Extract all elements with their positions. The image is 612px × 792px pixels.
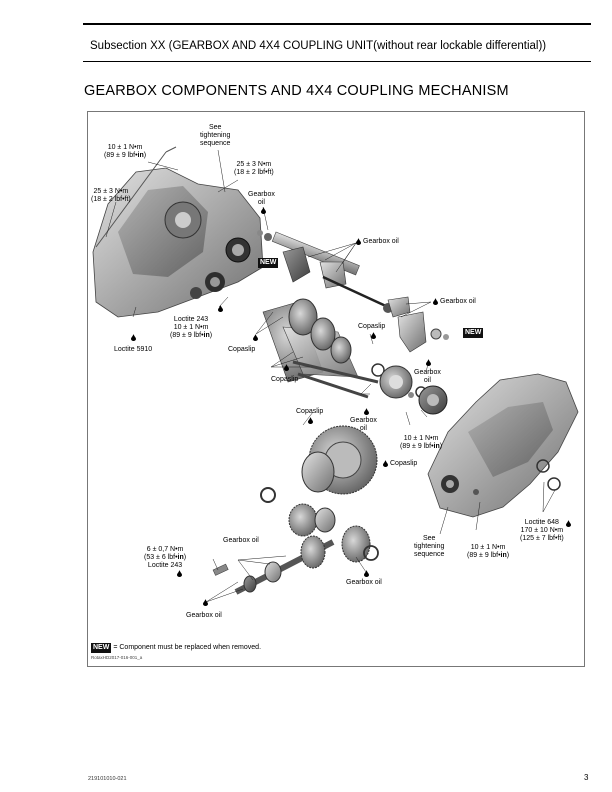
label-torque-10-mid: 10 ± 1 N•m (89 ± 9 lbf•in) — [400, 435, 443, 450]
oil-drop-icon — [364, 408, 369, 415]
coupling-fork — [397, 311, 449, 353]
label-gearbox-oil-6: Gearbox oil — [223, 537, 259, 544]
copaslip-drop-icon — [371, 332, 376, 339]
subsection-header: Subsection XX (GEARBOX AND 4X4 COUPLING … — [90, 40, 547, 52]
copaslip-drop-icon — [253, 334, 258, 341]
label-see-tightening-sequence-top: See tightening sequence — [200, 124, 231, 147]
label-torque-10-top: 10 ± 1 N•m (89 ± 9 lbf•in) — [104, 144, 147, 159]
new-badge: NEW — [258, 258, 279, 268]
label-gearbox-oil-3: Gearbox oil — [440, 298, 476, 305]
document-id: 219101010-021 — [88, 776, 127, 782]
label-copaslip-4: Copaslip — [296, 408, 324, 415]
page-title: GEARBOX COMPONENTS AND 4X4 COUPLING MECH… — [84, 83, 509, 99]
loctite-drop-icon — [566, 520, 571, 527]
label-torque-25-left: 25 ± 3 N•m (18 ± 2 lbf•ft) — [91, 188, 131, 203]
loctite-drop-icon — [131, 334, 136, 341]
label-torque-25-top: 25 ± 3 N•m (18 ± 2 lbf•ft) — [234, 161, 274, 176]
label-gearbox-oil-2: Gearbox oil — [363, 238, 399, 245]
header-rule-bottom — [83, 61, 591, 62]
copaslip-drop-icon — [308, 417, 313, 424]
label-copaslip-2: Copaslip — [228, 346, 256, 353]
exploded-view-illustration — [92, 146, 579, 603]
oil-drop-icon — [203, 599, 208, 606]
shift-fork-assembly — [257, 230, 411, 318]
label-loctite-5910: Loctite 5910 — [114, 346, 153, 353]
copaslip-drop-icon — [284, 364, 289, 371]
label-loctite-243-mid: Loctite 243 10 ± 1 N•m (89 ± 9 lbf•in) — [170, 316, 213, 339]
page-number: 3 — [584, 773, 589, 782]
left-housing — [92, 146, 264, 318]
copaslip-drop-icon — [383, 460, 388, 467]
label-gearbox-oil-8: Gearbox oil — [186, 612, 222, 619]
label-copaslip-3: Copaslip — [271, 376, 299, 383]
label-see-tightening-sequence-bottom: See tightening sequence — [414, 535, 445, 558]
figure-code: RotaxHD2017-016-001_a — [91, 655, 143, 660]
label-gearbox-oil-5: Gearbox oil — [350, 417, 377, 432]
label-gearbox-oil-7: Gearbox oil — [346, 579, 382, 586]
new-badge: NEW — [91, 643, 112, 653]
loctite-drop-icon — [218, 305, 223, 312]
oil-drop-icon — [433, 298, 438, 305]
label-copaslip-1: Copaslip — [358, 323, 386, 330]
figure-legend: NEW= Component must be replaced when rem… — [91, 643, 261, 653]
label-gearbox-oil-1: Gearbox oil — [248, 191, 275, 206]
legend-text: = Component must be replaced when remove… — [113, 644, 262, 651]
loctite-drop-icon — [177, 570, 182, 577]
output-shaft — [212, 525, 379, 595]
label-copaslip-5: Copaslip — [390, 460, 418, 467]
label-gearbox-oil-4: Gearbox oil — [414, 369, 441, 384]
header-rule-top — [83, 23, 591, 25]
exploded-view-figure: See tightening sequence 10 ± 1 N•m (89 ±… — [87, 111, 585, 667]
coupling-gears — [379, 365, 448, 415]
oil-drop-icon — [261, 207, 266, 214]
oil-drop-icon — [356, 238, 361, 245]
oil-drop-icon — [364, 570, 369, 577]
label-torque-6: 6 ± 0,7 N•m (53 ± 6 lbf•in) Loctite 243 — [144, 546, 187, 569]
gear-shafts — [262, 298, 385, 399]
label-loctite-648: Loctite 648 170 ± 10 N•m (125 ± 7 lbf•ft… — [520, 519, 564, 542]
right-housing — [427, 373, 579, 518]
new-badge: NEW — [463, 328, 484, 338]
label-torque-10-bottom: 10 ± 1 N•m (89 ± 9 lbf•in) — [467, 544, 510, 559]
main-gear — [260, 425, 378, 537]
oil-drop-icon — [426, 359, 431, 366]
